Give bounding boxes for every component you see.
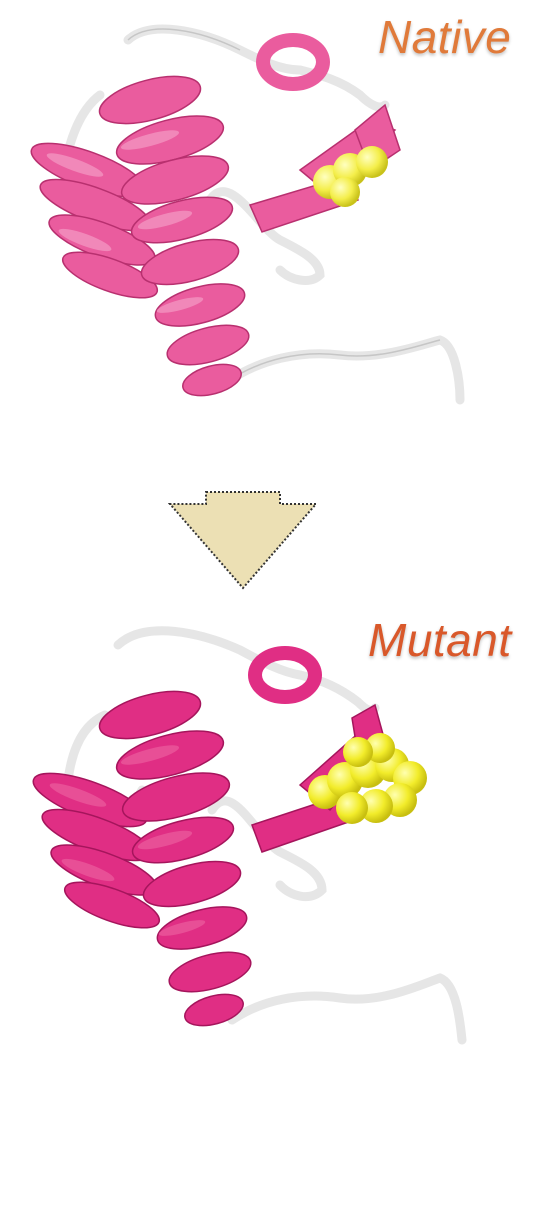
mutant-protein-structure [0, 600, 542, 1060]
down-arrow-icon [168, 490, 318, 590]
native-protein-structure [0, 0, 542, 420]
native-helix-group [25, 40, 400, 401]
reflection-fade [0, 1040, 542, 1209]
